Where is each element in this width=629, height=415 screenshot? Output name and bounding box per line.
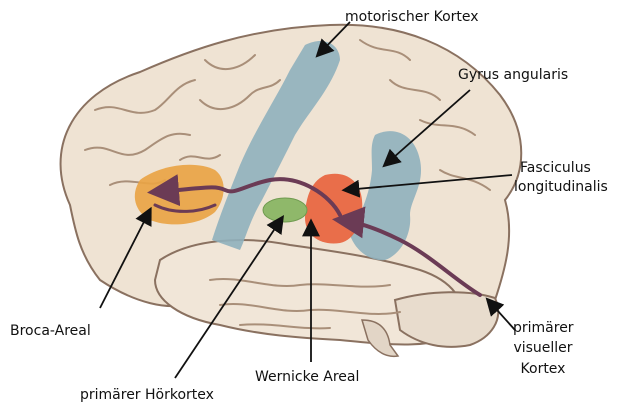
label-fasciculus-line2: longitudinalis [514, 178, 608, 196]
label-primary-auditory: primärer Hörkortex [80, 386, 214, 404]
label-visual-line1: primärer [513, 319, 573, 337]
label-broca: Broca-Areal [10, 322, 91, 340]
label-wernicke: Wernicke Areal [255, 368, 359, 386]
label-visual-line3: Kortex [513, 360, 573, 378]
label-fasciculus-line1: Fasciculus [520, 159, 591, 177]
auditory-cortex-region [263, 198, 307, 222]
label-angular-gyrus: Gyrus angularis [458, 66, 568, 84]
label-motor-cortex: motorischer Kortex [345, 8, 479, 26]
label-visual-line2: visueller [513, 339, 573, 357]
